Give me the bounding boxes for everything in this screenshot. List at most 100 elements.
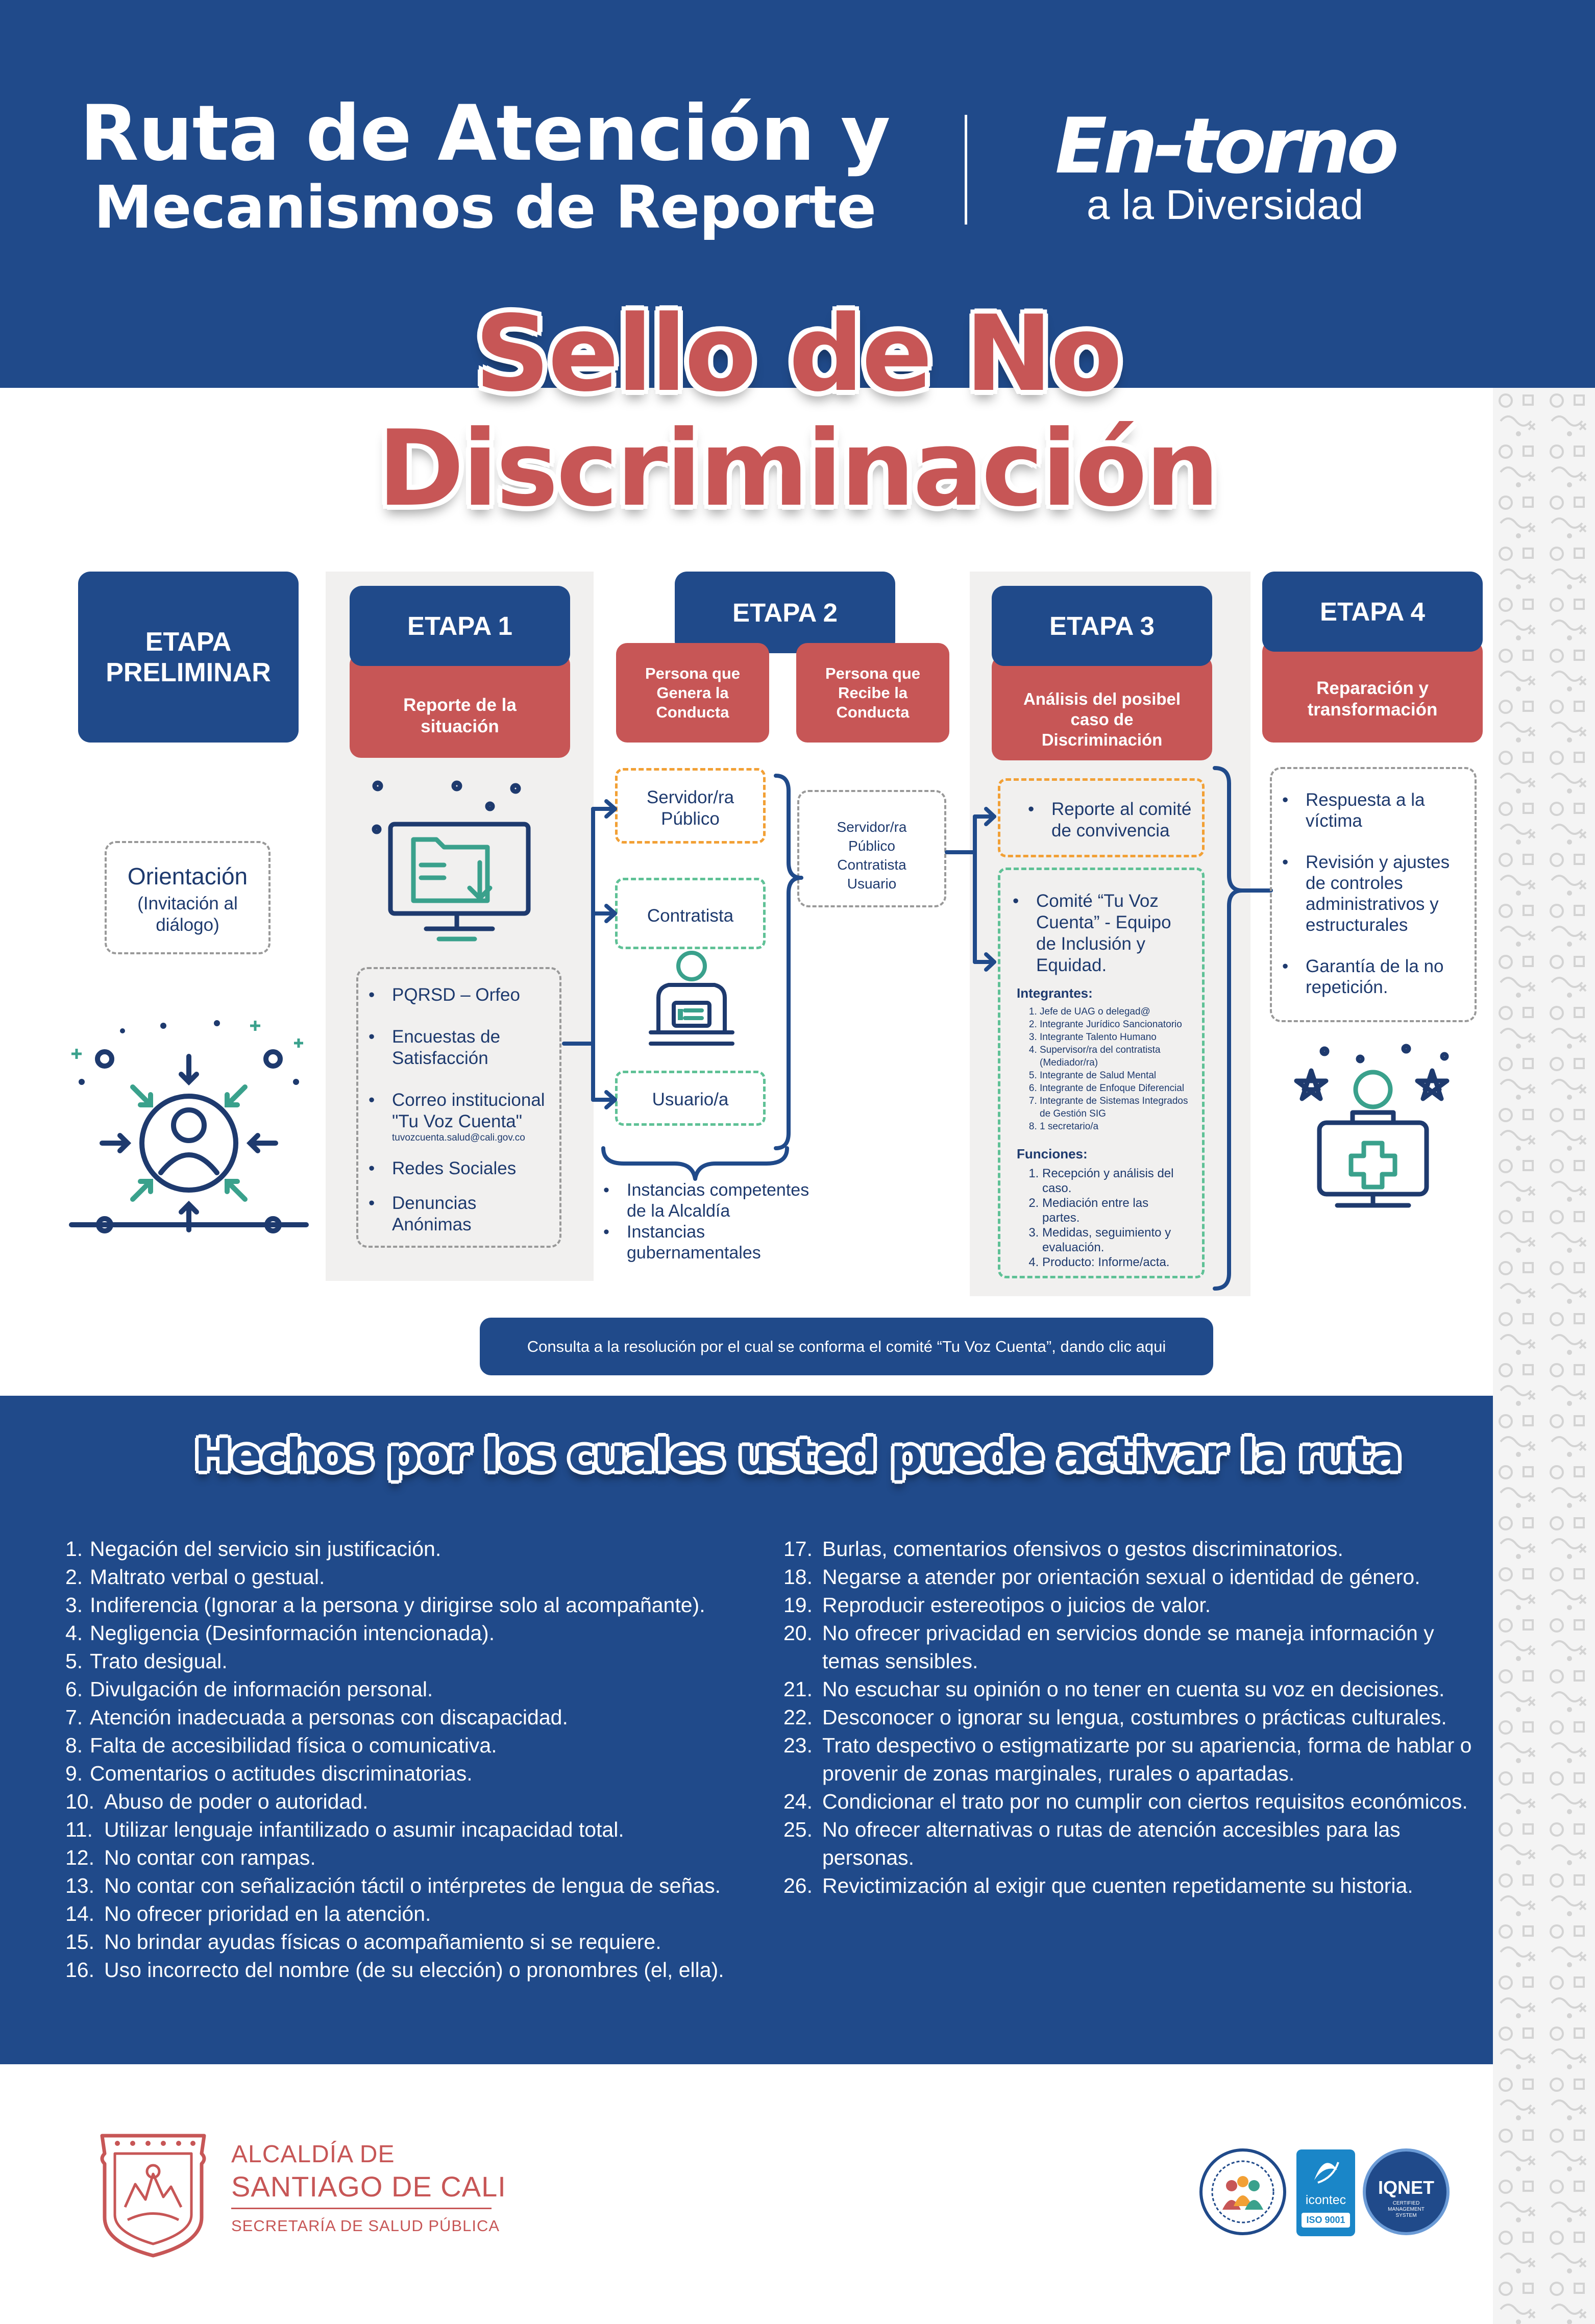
fact-item: 20.No ofrecer privacidad en servicios do… [783,1619,1483,1675]
fact-number: 14. [65,1902,94,1925]
stage1-channel-list: PQRSD – Orfeo Encuestas de Satisfacción … [362,984,554,1235]
fact-text: No contar con rampas. [104,1846,316,1869]
fact-number: 26. [783,1874,813,1897]
main-title-line1: Sello de No [475,293,1122,415]
fact-text: No ofrecer privacidad en servicios donde… [822,1621,1434,1673]
fact-number: 1. [65,1537,83,1561]
instance-text: Instancias gubernamentales [627,1222,761,1263]
member-item: Jefe de UAG o delegad@ [1040,1005,1196,1018]
channel-label: Correo institucional "Tu Voz Cuenta" [392,1090,545,1131]
stage4-item: Garantía de la no repetición. [1276,956,1468,998]
stage4-header: ETAPA 4 [1262,572,1483,652]
main-title-line2: Discriminación [377,408,1219,530]
org-name-line2: SANTIAGO DE CALI [231,2170,506,2203]
stage2-instances-list: Instancias competentes de la Alcaldía In… [597,1180,832,1264]
icontec-swirl-icon [1314,2162,1339,2184]
receiver-box: Servidor/ra Público Contratista Usuario [797,790,946,907]
report-committee-box: Reporte al comité de convivencia [998,778,1205,857]
fact-item: 22.Desconocer o ignorar su lengua, costu… [783,1703,1483,1732]
stage4-items-box: Respuesta a la víctima Revisión y ajuste… [1270,767,1477,1022]
fact-number: 15. [65,1930,94,1954]
stage-preliminary-header: ETAPA PRELIMINAR [78,572,299,743]
channel-label: Encuestas de Satisfacción [392,1027,501,1068]
instance-item: Instancias gubernamentales [597,1222,832,1264]
decorative-pattern [1493,388,1595,2324]
function-item: Mediación entre las partes. [1042,1196,1186,1225]
fact-text: Maltrato verbal o gestual. [90,1565,325,1589]
generator-user: Usuario/a [615,1071,766,1126]
fact-text: No brindar ayudas físicas o acompañamien… [104,1930,661,1954]
stage-preliminary-label: ETAPA PRELIMINAR [106,627,271,687]
fact-item: 18. Negarse a atender por orientación sex… [783,1563,1483,1591]
fact-item: 9.Comentarios o actitudes discriminatori… [65,1760,780,1788]
fact-text: Divulgación de información personal. [90,1677,433,1701]
header-title-line1: Ruta de Atención y [80,89,890,178]
fact-number: 12. [65,1846,94,1869]
stage3-subheader-text: Análisis del posibel caso de Discriminac… [1023,689,1181,749]
fact-item: 5.Trato desigual. [65,1647,780,1675]
stage3-subheader: Análisis del posibel caso de Discriminac… [992,656,1212,760]
fact-number: 25. [783,1818,813,1841]
functions-title: Funciones: [1017,1146,1088,1161]
fact-text: Burlas, comentarios ofensivos o gestos d… [822,1537,1343,1561]
member-item: Integrante Talento Humano [1040,1031,1196,1044]
member-item: Integrante de Salud Mental [1040,1069,1196,1082]
fact-item: 2. Maltrato verbal o gestual. [65,1563,780,1591]
fact-number: 5. [65,1649,83,1673]
stage1-subheader-text: Reporte de la situación [403,695,517,736]
icontec-name: icontec [1305,2193,1346,2207]
orientation-subtitle: (Invitación al diálogo) [137,894,238,935]
channel-label: Denuncias Anónimas [392,1193,477,1234]
fact-number: 2. [65,1565,83,1589]
channel-email-address: tuvozcuenta.salud@cali.gov.co [392,1132,525,1143]
stage1-subheader: Reporte de la situación [350,653,570,758]
no-discrimination-seal-icon [1199,2148,1286,2235]
function-item: Medidas, seguimiento y evaluación. [1042,1225,1186,1255]
fact-item: 12. No contar con rampas. [65,1844,780,1872]
stage3-connectors [945,766,1273,1291]
icontec-standard: ISO 9001 [1302,2213,1350,2228]
header-divider [965,115,967,225]
fact-text: Condicionar el trato por no cumplir con … [822,1790,1468,1813]
fact-item: 26.Revictimización al exigir que cuenten… [783,1872,1483,1900]
channel-pqrsd: PQRSD – Orfeo [362,984,554,1006]
fact-text: Reproducir estereotipos o juicios de val… [822,1593,1211,1617]
stage4-item: Respuesta a la víctima [1276,789,1468,831]
member-item: Integrante Jurídico Sancionatorio [1040,1018,1196,1031]
channel-label: Redes Sociales [392,1158,517,1178]
org-name-line3: SECRETARÍA DE SALUD PÚBLICA [231,2217,500,2235]
header-title-line2: Mecanismos de Reporte [93,174,876,242]
resolution-link-button[interactable]: Consulta a la resolución por el cual se … [480,1318,1213,1375]
org-name-line1: ALCALDÍA DE [231,2141,395,2168]
stage4-item-list: Respuesta a la víctima Revisión y ajuste… [1276,789,1468,998]
icontec-seal: icontec ISO 9001 [1296,2149,1355,2236]
channel-social: Redes Sociales [362,1158,554,1179]
fact-text: Negación del servicio sin justificación. [90,1537,441,1561]
fact-text: Falta de accesibilidad física o comunica… [90,1734,497,1757]
stage3-header: ETAPA 3 [992,586,1212,666]
brand-subtitle: a la Diversidad [1086,182,1364,228]
fact-number: 6. [65,1677,83,1701]
members-title: Integrantes: [1017,985,1093,1001]
members-list: Jefe de UAG o delegad@ Integrante Jurídi… [1007,1005,1196,1133]
member-item: Integrante de Enfoque Diferencial [1040,1082,1196,1095]
function-item: Recepción y análisis del caso. [1042,1166,1186,1196]
fact-item: 3.Indiferencia (Ignorar a la persona y d… [65,1591,780,1619]
channel-anonymous: Denuncias Anónimas [362,1193,554,1235]
committee-item: Comité “Tu Voz Cuenta” - Equipo de Inclu… [1007,891,1196,976]
fact-number: 24. [783,1790,813,1813]
fact-text: Negarse a atender por orientación sexual… [822,1565,1420,1589]
fact-number: 18. [783,1565,813,1589]
facts-list-right: 17. Burlas, comentarios ofensivos o gesto… [783,1535,1483,1900]
generator-header-text: Persona que Genera la Conducta [645,664,741,721]
member-item: Integrante de Sistemas Integrados de Ges… [1040,1095,1196,1120]
brand-title: En-torno [1054,102,1399,191]
fact-item: 19.Reproducir estereotipos o juicios de … [783,1591,1483,1619]
generator-contractor: Contratista [615,878,766,949]
fact-item: 16.Uso incorrecto del nombre (de su elec… [65,1956,780,1984]
fact-number: 17. [783,1537,813,1561]
fact-item: 10.Abuso de poder o autoridad. [65,1788,780,1816]
fact-item: 15. No brindar ayudas físicas o acompañam… [65,1928,780,1956]
fact-text: Atención inadecuada a personas con disca… [90,1705,568,1729]
person-center-icon [69,1020,309,1233]
